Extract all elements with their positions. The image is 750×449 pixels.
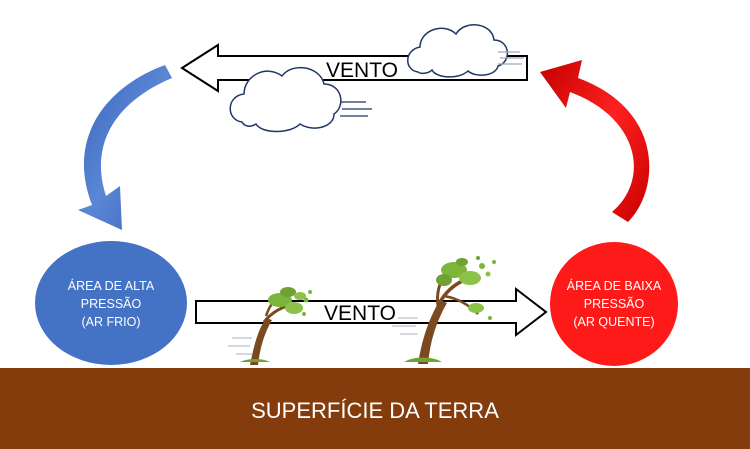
low-pressure-line1: ÁREA DE BAIXA	[567, 278, 662, 293]
cloud-icon	[407, 24, 524, 78]
low-pressure-area: ÁREA DE BAIXA PRESSÃO (AR QUENTE)	[550, 242, 678, 366]
high-pressure-line1: ÁREA DE ALTA	[68, 278, 155, 293]
surface-wind-arrow: VENTO	[195, 286, 548, 338]
surface-wind-label: VENTO	[324, 302, 396, 325]
upper-wind-label: VENTO	[326, 59, 398, 82]
descending-air-arrow-icon	[78, 65, 172, 230]
high-pressure-line2: PRESSÃO	[81, 297, 142, 311]
ground-surface	[0, 368, 750, 449]
ground-label: SUPERFÍCIE DA TERRA	[251, 398, 499, 423]
low-pressure-line2: PRESSÃO	[584, 297, 645, 311]
cloud-icon	[229, 66, 372, 133]
rising-air-arrow-icon	[540, 60, 650, 222]
low-pressure-line3: (AR QUENTE)	[573, 315, 654, 329]
high-pressure-line3: (AR FRIO)	[81, 315, 140, 329]
high-pressure-area: ÁREA DE ALTA PRESSÃO (AR FRIO)	[35, 241, 187, 365]
windblown-tree-icon	[392, 256, 496, 364]
windblown-tree-icon	[228, 287, 312, 365]
